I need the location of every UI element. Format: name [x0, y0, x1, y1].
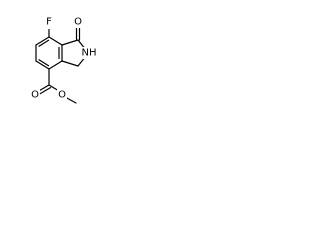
atom-label-fluorine: F — [46, 17, 52, 28]
atom-label-nitrogen-h: NH — [82, 48, 97, 59]
atom-label-ester-ether-oxygen: O — [58, 90, 66, 101]
bond-ring-inner-c5-c4 — [38, 59, 50, 67]
bond-c3-c3a — [61, 60, 79, 67]
molecule-structure-diagram: F O NH O O — [30, 16, 97, 104]
atom-label-ester-carbonyl-oxygen: O — [31, 90, 39, 101]
bond-ring-c7a-c7 — [48, 36, 63, 46]
bond-ring-c5-c4 — [35, 60, 50, 70]
bond-ring-c7-c6 — [35, 36, 50, 46]
bond-c7a-c1 — [61, 39, 79, 46]
bond-cester-o-double-b — [37, 86, 52, 96]
bond-ring-inner-c7-c6 — [38, 39, 50, 47]
bond-ring-c4-c3a — [48, 60, 63, 70]
atom-label-carbonyl-oxygen: O — [74, 17, 82, 28]
